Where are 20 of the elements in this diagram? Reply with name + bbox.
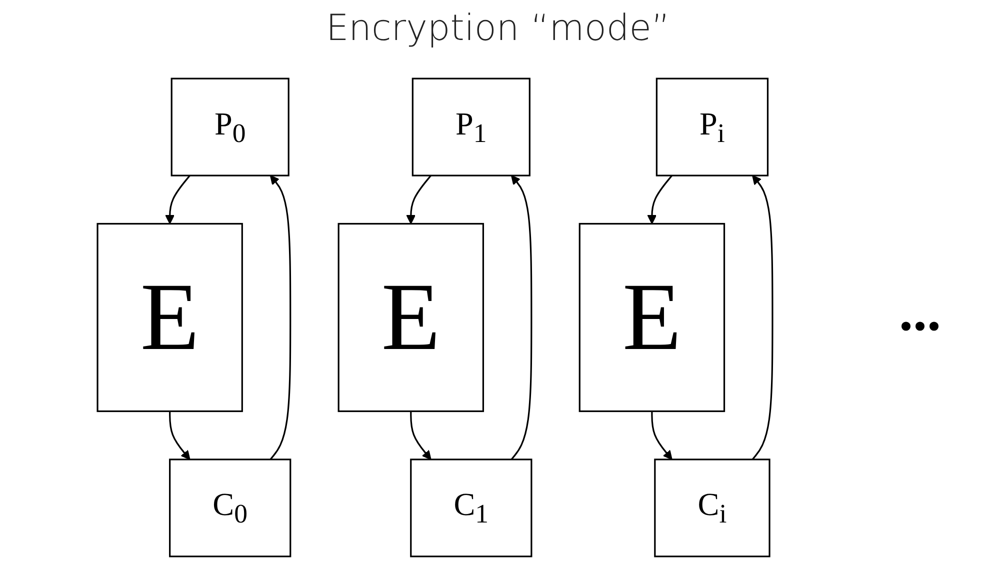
- node-box: E: [338, 222, 484, 412]
- arrow: [510, 175, 532, 460]
- diagram-title: Encryption “mode”: [324, 8, 672, 49]
- arrow: [651, 411, 672, 460]
- node-box: E: [96, 222, 243, 412]
- node-box: E: [578, 222, 726, 412]
- node-box: C$_{1}$: [410, 458, 532, 558]
- arrow: [647, 175, 673, 224]
- arrow: [410, 411, 432, 460]
- node-box: P$_{i}$: [656, 78, 769, 176]
- arrow: [165, 175, 190, 224]
- arrow: [169, 411, 190, 460]
- node-box: C$_{i}$: [654, 458, 770, 558]
- node-box: C$_{0}$: [169, 458, 292, 558]
- arrow: [270, 175, 292, 460]
- node-box: P$_{0}$: [170, 78, 290, 176]
- arrow: [406, 175, 432, 224]
- ellipsis-text: ...: [899, 280, 941, 344]
- arrow: [752, 175, 774, 460]
- node-box: P$_{1}$: [412, 78, 530, 176]
